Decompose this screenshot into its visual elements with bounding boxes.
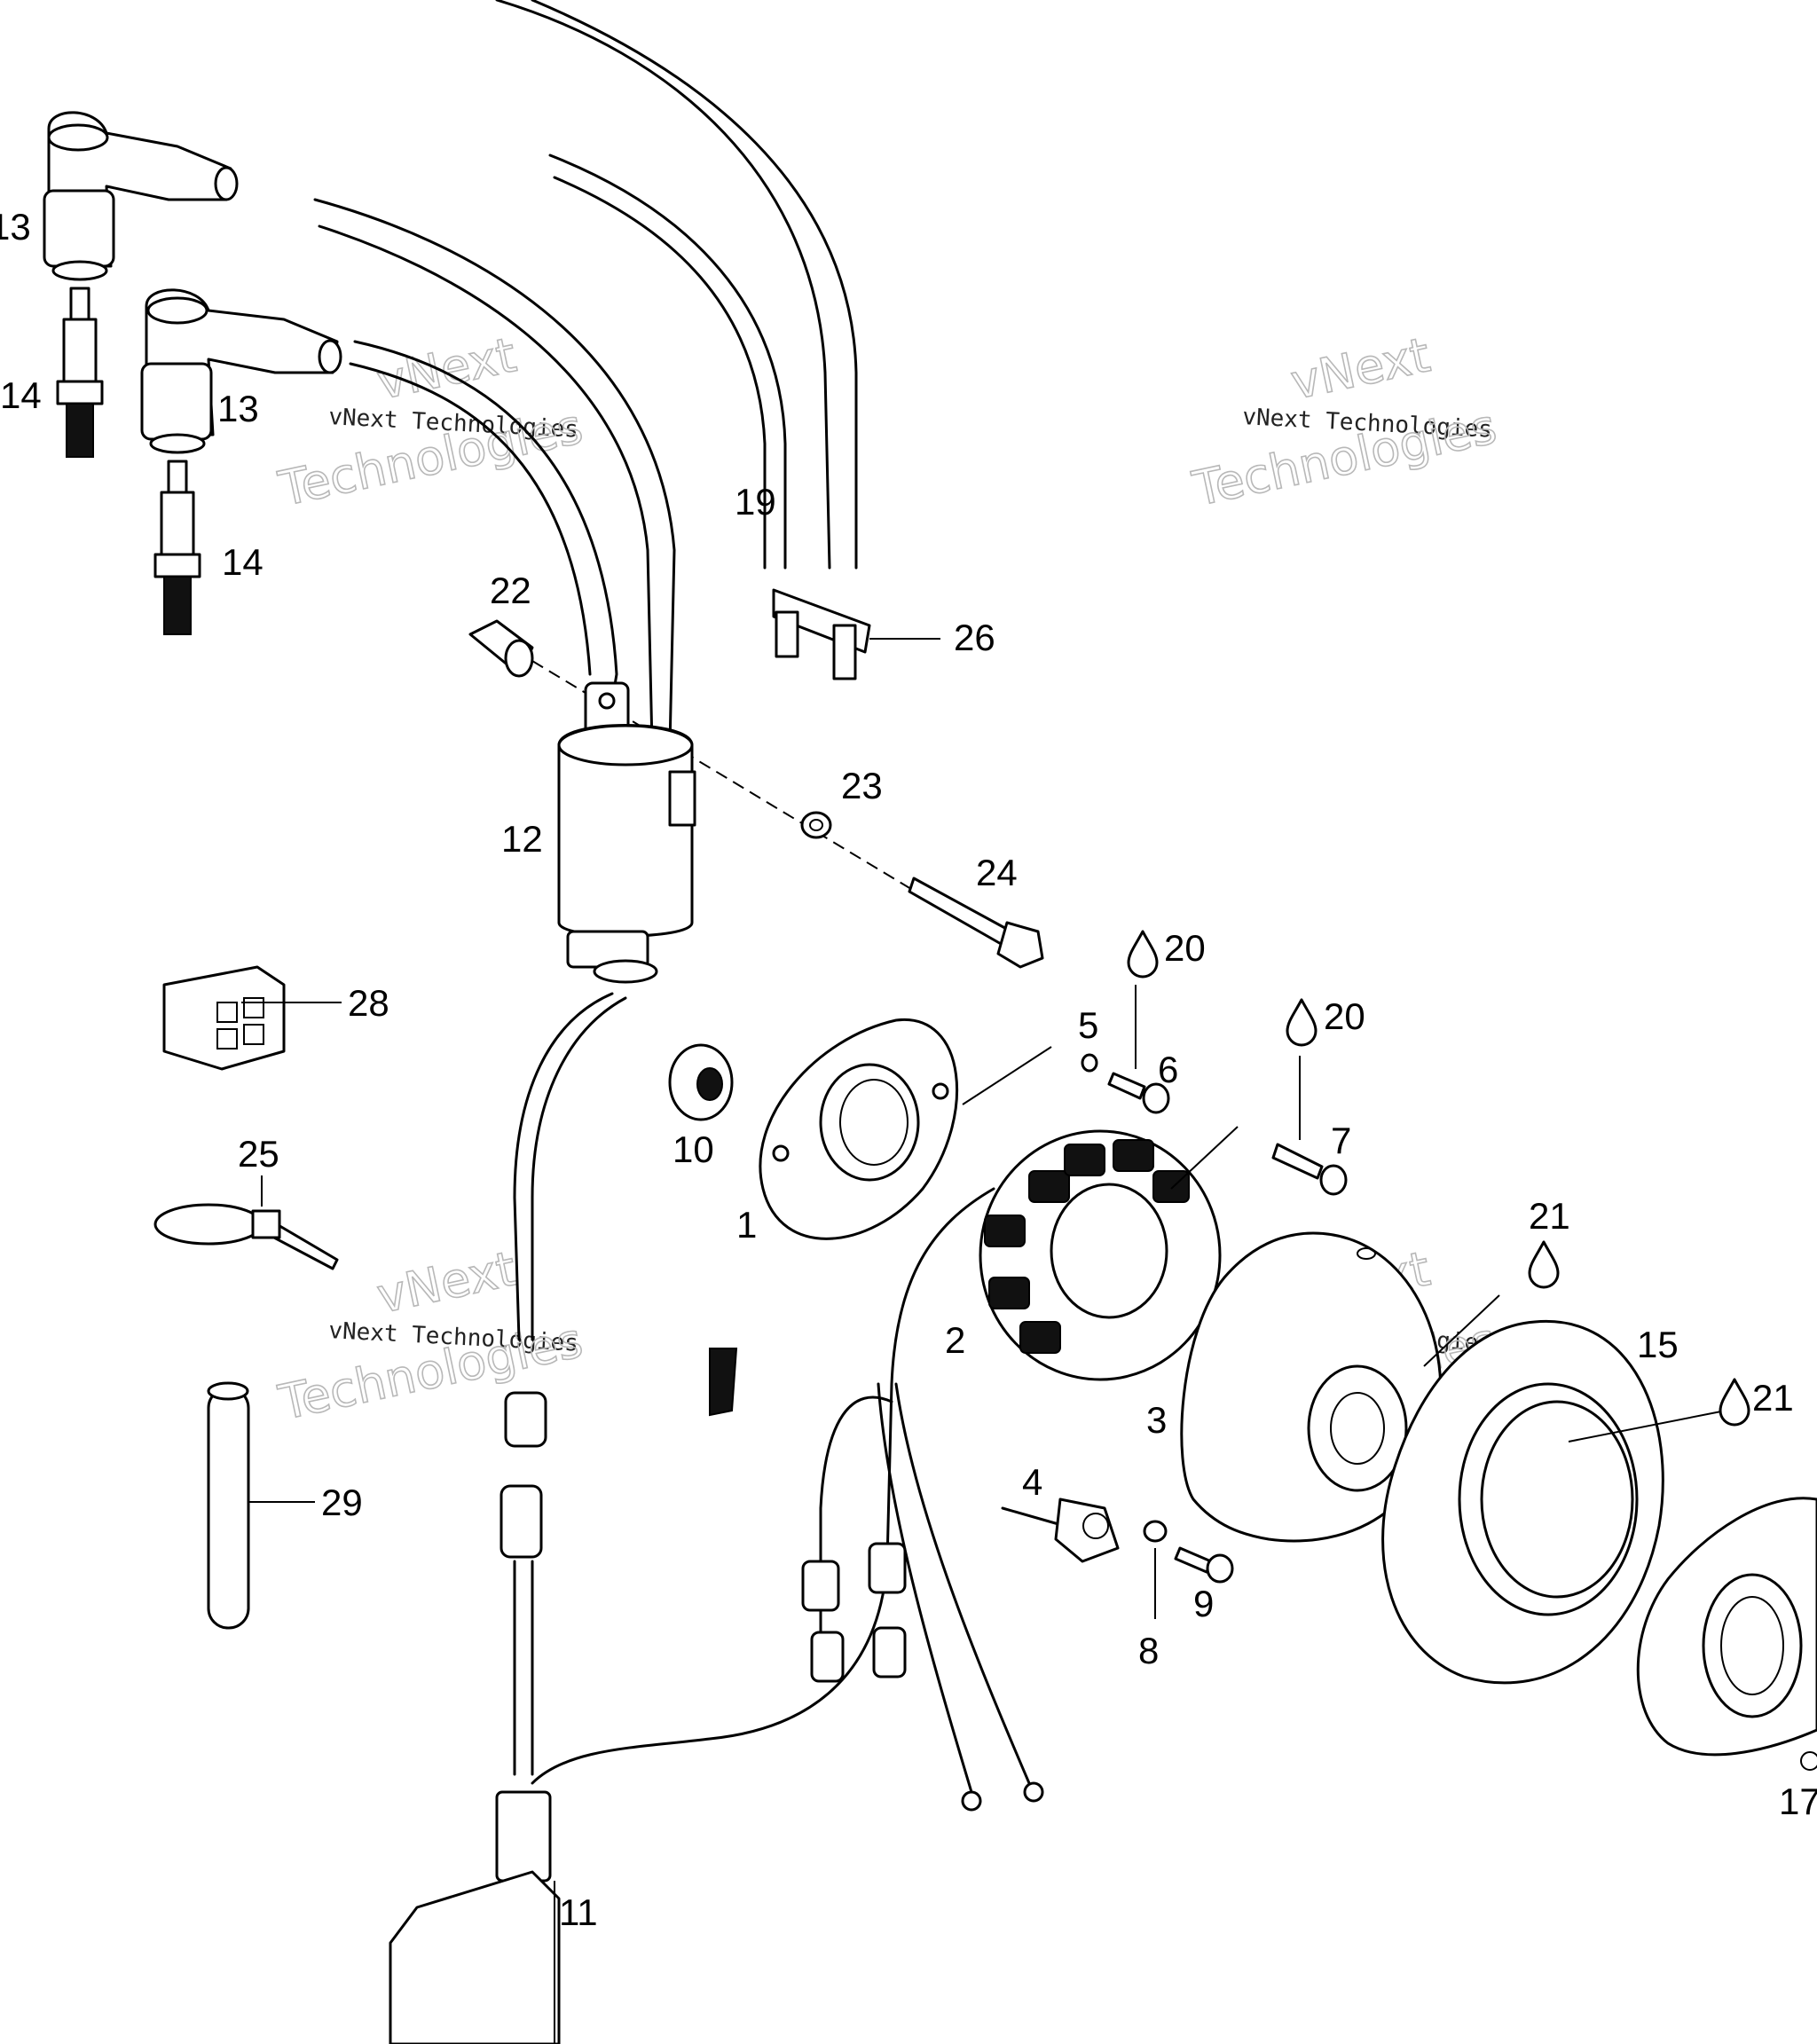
part-label-28: 28: [348, 982, 389, 1024]
pickup-coil: [1054, 1498, 1120, 1563]
ring-gear: [1381, 1319, 1727, 1685]
part-label-3: 3: [1146, 1399, 1167, 1441]
part-label-13: 13: [0, 206, 31, 248]
wire-clamp: [772, 588, 940, 680]
trigger-plate: [759, 1018, 1052, 1240]
part-label-17: 17: [1779, 1781, 1817, 1822]
stator-harness: [531, 1187, 1066, 1812]
part-label-14: 14: [0, 374, 42, 416]
part-label-21: 21: [1752, 1377, 1794, 1419]
part-label-25: 25: [238, 1133, 279, 1175]
tie-strap: [153, 1175, 339, 1270]
starter-cup: [1636, 1497, 1817, 1771]
part-label-9: 9: [1193, 1583, 1214, 1624]
spark-plug-middle: [153, 460, 201, 635]
lubricant-drop-icon: [1528, 1240, 1560, 1289]
lubricant-drop-icon: [1286, 998, 1318, 1047]
sleeve: [207, 1381, 315, 1630]
coil-bolt: [908, 877, 1044, 969]
ignition-coil: [557, 681, 696, 984]
small-washer-5: [1081, 1053, 1098, 1073]
part-label-21: 21: [1529, 1195, 1570, 1237]
part-label-23: 23: [841, 765, 883, 806]
stator: [979, 1126, 1239, 1381]
part-label-22: 22: [490, 570, 531, 611]
part-label-15: 15: [1637, 1324, 1679, 1365]
part-label-10: 10: [673, 1128, 714, 1170]
part-label-13: 13: [217, 388, 259, 429]
high-tension-wires: [313, 0, 858, 747]
lubricant-drop-icon: [1719, 1378, 1750, 1427]
part-label-7: 7: [1331, 1120, 1351, 1161]
spacer: [468, 619, 534, 678]
part-label-20: 20: [1324, 995, 1365, 1037]
part-label-26: 26: [954, 617, 995, 658]
part-label-20: 20: [1164, 927, 1206, 969]
spark-plug-top: [56, 287, 104, 458]
cdi-box: [389, 1790, 561, 2044]
part-label-4: 4: [1022, 1461, 1042, 1503]
spark-plug-cap-middle: [140, 288, 342, 454]
washer-8: [1143, 1520, 1168, 1619]
connector-housing: [162, 965, 342, 1071]
part-label-12: 12: [501, 818, 543, 860]
spark-plug-cap-top: [43, 111, 239, 281]
screw-6: [1107, 985, 1170, 1114]
watermark-top-right: vNext vNext Technologies Technologies: [1187, 326, 1502, 517]
part-label-11: 11: [559, 1891, 598, 1933]
lubricant-drop-icon: [1127, 930, 1159, 979]
watermark-brand: vNext: [1286, 326, 1435, 410]
part-label-24: 24: [976, 852, 1018, 893]
screw-7: [1271, 1056, 1348, 1196]
part-label-1: 1: [736, 1204, 757, 1246]
coil-lead: [499, 992, 627, 1776]
lock-washer: [800, 811, 832, 839]
wire-end-cap: [709, 1348, 738, 1417]
part-label-8: 8: [1138, 1630, 1159, 1671]
grommet: [668, 1043, 734, 1121]
magneto-rotor: [1180, 1231, 1500, 1543]
part-label-5: 5: [1078, 1004, 1098, 1046]
part-label-19: 19: [735, 481, 776, 523]
part-label-14: 14: [222, 541, 264, 583]
part-label-2: 2: [945, 1319, 965, 1361]
watermark-brand: vNext: [373, 1240, 521, 1324]
watermark-brand: vNext: [373, 326, 521, 410]
part-label-6: 6: [1158, 1049, 1178, 1090]
screw-9: [1174, 1546, 1234, 1584]
part-label-29: 29: [321, 1482, 363, 1523]
